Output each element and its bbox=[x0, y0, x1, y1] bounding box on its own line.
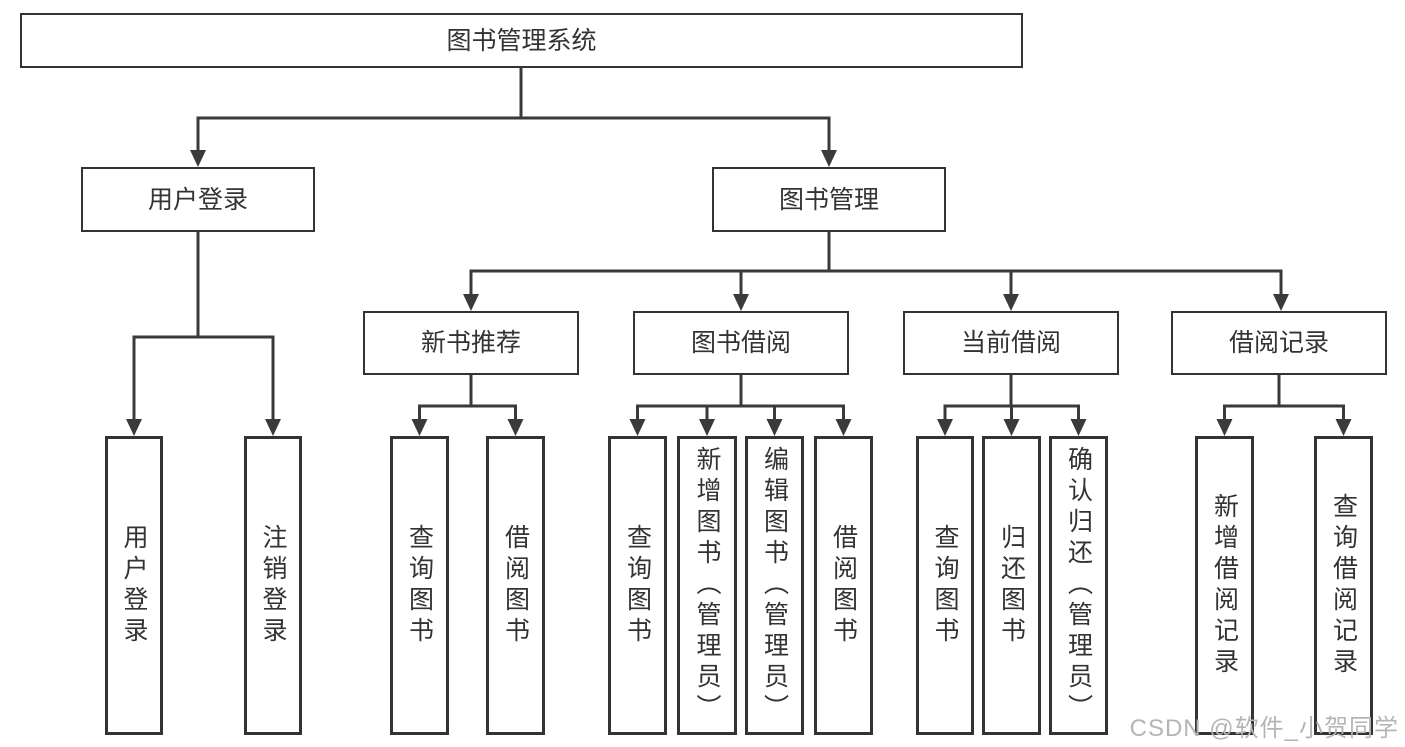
node-system-root: 图书管理系统 bbox=[20, 13, 1023, 68]
node-leaf-borrow-books-newgroup: 借阅图书 bbox=[486, 436, 545, 735]
node-leaf-user-login: 用户登录 bbox=[105, 436, 163, 735]
connector-mgmt-to-level3 bbox=[463, 232, 1289, 311]
node-leaf-query-books-borrowgroup: 查询图书 bbox=[608, 436, 667, 735]
connector-newbooks-to-leaves bbox=[411, 375, 524, 436]
node-leaf-add-borrow-record: 新增借阅记录 bbox=[1195, 436, 1254, 735]
connector-login-to-leaves bbox=[126, 232, 281, 436]
node-leaf-add-book-admin: 新增图书（管理员） bbox=[677, 436, 737, 735]
node-leaf-borrow-books-borrowgroup: 借阅图书 bbox=[814, 436, 873, 735]
connector-borrowing-to-leaves bbox=[629, 375, 852, 436]
connector-records-to-leaves bbox=[1216, 375, 1352, 436]
node-borrowing-records: 借阅记录 bbox=[1171, 311, 1387, 375]
node-leaf-query-books-currentgroup: 查询图书 bbox=[916, 436, 974, 735]
node-user-login: 用户登录 bbox=[81, 167, 315, 232]
node-book-borrowing: 图书借阅 bbox=[633, 311, 849, 375]
node-leaf-logout: 注销登录 bbox=[244, 436, 302, 735]
node-leaf-confirm-return-admin: 确认归还（管理员） bbox=[1049, 436, 1108, 735]
connector-current-to-leaves bbox=[937, 375, 1087, 436]
node-current-borrowing: 当前借阅 bbox=[903, 311, 1119, 375]
node-leaf-edit-book-admin: 编辑图书（管理员） bbox=[745, 436, 804, 735]
node-leaf-query-books-newgroup: 查询图书 bbox=[390, 436, 449, 735]
node-book-management: 图书管理 bbox=[712, 167, 946, 232]
node-new-book-recommend: 新书推荐 bbox=[363, 311, 579, 375]
node-leaf-return-book: 归还图书 bbox=[982, 436, 1041, 735]
csdn-watermark: CSDN @软件_小贺同学 bbox=[1129, 715, 1399, 742]
connector-root-to-level2 bbox=[190, 68, 837, 167]
node-leaf-query-borrow-record: 查询借阅记录 bbox=[1314, 436, 1373, 735]
